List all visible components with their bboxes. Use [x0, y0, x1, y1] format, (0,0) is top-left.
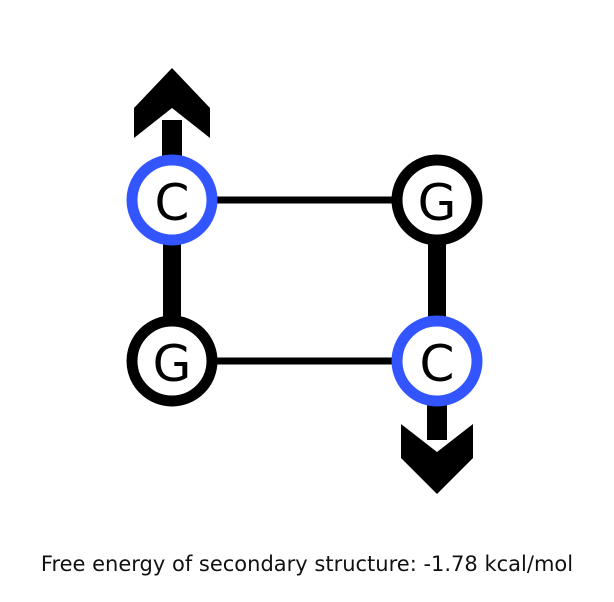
base-letter: C: [420, 335, 455, 393]
base-node: G: [126, 315, 218, 407]
base-node: C: [391, 315, 483, 407]
base-letter: G: [153, 335, 192, 393]
strand-direction-up-arrow-icon: [134, 68, 210, 168]
base-node: C: [126, 154, 218, 246]
base-letter: C: [155, 174, 190, 232]
base-letter: G: [418, 174, 457, 232]
free-energy-caption: Free energy of secondary structure: -1.7…: [40, 552, 574, 576]
base-node: G: [391, 154, 483, 246]
